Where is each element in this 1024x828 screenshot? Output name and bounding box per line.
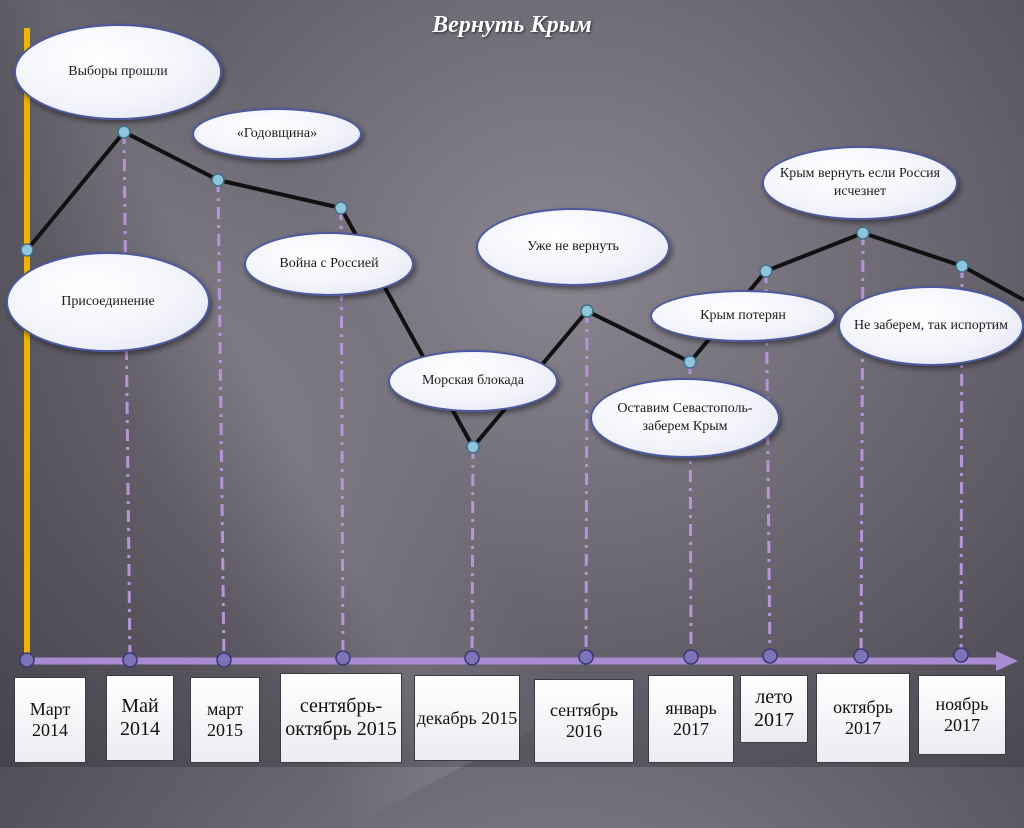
trend-node (759, 264, 773, 278)
dropline-jan-2017 (688, 361, 693, 661)
trend-node (955, 259, 969, 273)
trend-node (466, 440, 480, 454)
event-bubble-prisoedinenie: Присоединение (6, 252, 210, 352)
dropline-may-2014 (122, 131, 132, 661)
date-box-nov-2017: ноябрь 2017 (918, 675, 1006, 755)
date-box-sep-2016: сентябрь 2016 (534, 679, 634, 763)
axis-node (683, 649, 699, 665)
axis-node (853, 648, 869, 664)
event-bubble-ne-zaberem: Не заберем, так испортим (838, 286, 1024, 366)
date-box-mar-2015: март 2015 (190, 677, 260, 763)
trend-node (580, 304, 594, 318)
dropline-sep-2015 (339, 207, 345, 661)
trend-node (683, 355, 697, 369)
event-bubble-ostavim: Оставим Севастополь-заберем Крым (590, 378, 780, 458)
date-box-summer-2017: лето 2017 (740, 675, 808, 743)
axis-node (19, 652, 35, 668)
date-box-oct-2017: октябрь 2017 (816, 673, 910, 763)
event-bubble-krym-poteryan: Крым потерян (650, 290, 836, 342)
trend-node (211, 173, 225, 187)
event-bubble-vybory: Выборы прошли (14, 24, 222, 120)
axis-node (464, 650, 480, 666)
axis-node (122, 652, 138, 668)
event-bubble-godovshchina: «Годовщина» (192, 108, 362, 160)
event-bubble-krym-vernut: Крым вернуть если Россия исчезнет (762, 146, 958, 220)
axis-node (762, 648, 778, 664)
date-box-mar-2014: Март 2014 (14, 677, 86, 763)
event-bubble-blokada: Морская блокада (388, 350, 558, 412)
axis-node (578, 649, 594, 665)
axis-node (216, 652, 232, 668)
dropline-mar-2015 (216, 179, 226, 661)
timeline-vertical-bar (24, 28, 30, 662)
trend-node (20, 243, 34, 257)
dropline-oct-2017 (859, 232, 865, 661)
axis-node (335, 650, 351, 666)
timeline-arrow-head (996, 651, 1018, 671)
trend-node (334, 201, 348, 215)
date-box-may-2014: Май 2014 (106, 675, 174, 761)
date-box-dec-2015: декабрь 2015 (414, 675, 520, 761)
timeline-graph (19, 28, 1024, 671)
event-bubble-voyna: Война с Россией (244, 232, 414, 296)
diagram-title: Вернуть Крым (432, 12, 592, 38)
dropline-dec-2015 (470, 446, 475, 661)
axis-node (953, 647, 969, 663)
date-box-sep-oct-2015: сентябрь-октябрь 2015 (280, 673, 402, 763)
event-bubble-uzhe-ne-vernut: Уже не вернуть (476, 208, 670, 286)
trend-node (117, 125, 131, 139)
date-box-jan-2017: январь 2017 (648, 675, 734, 763)
dropline-sep-2016 (584, 310, 589, 661)
trend-node (856, 226, 870, 240)
